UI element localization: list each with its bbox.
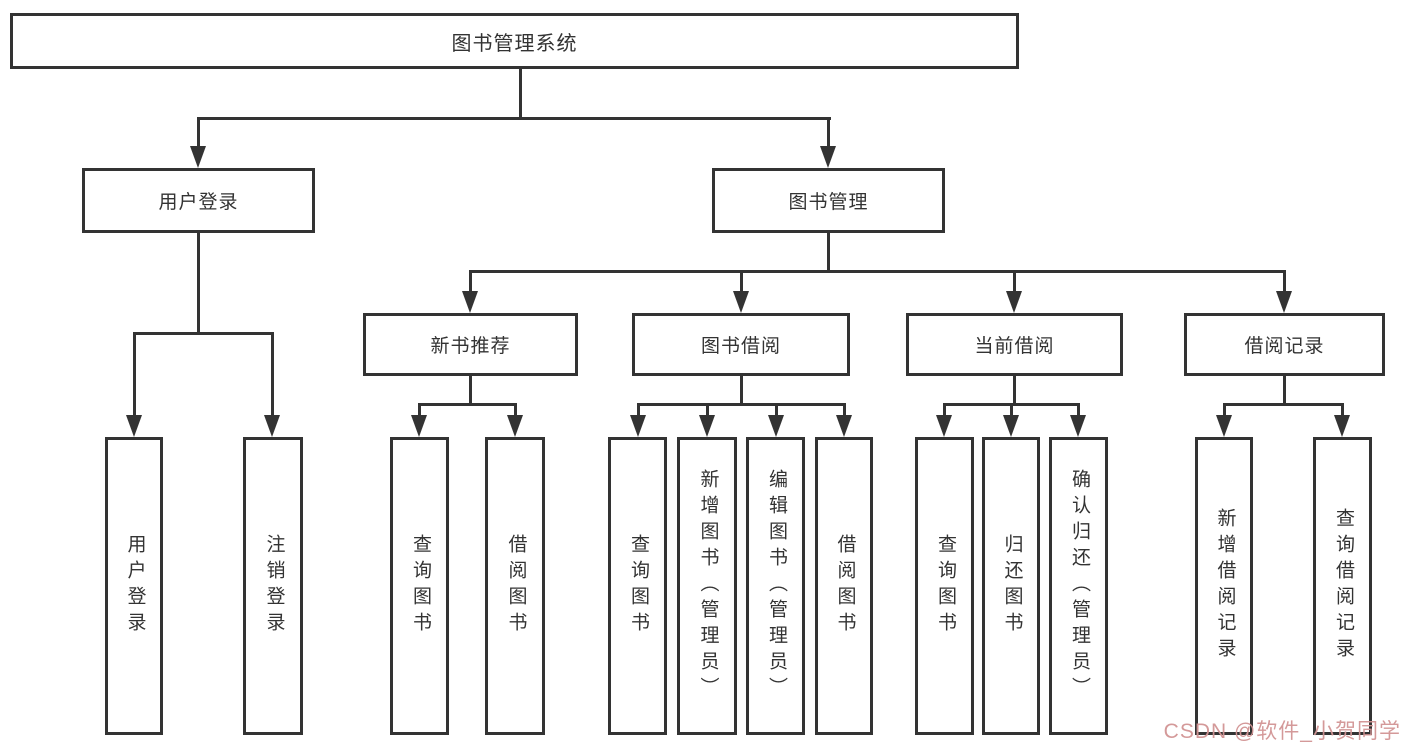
node-query-books: 查询图书	[608, 437, 667, 735]
connector-line	[1341, 406, 1344, 415]
node-label: 当前借阅	[974, 336, 1055, 357]
connector-line	[1223, 403, 1344, 406]
node-label: 查询图书	[627, 534, 649, 638]
arrow-down-icon	[462, 291, 478, 313]
node-edit-book-admin: 编辑图书（管理员）	[746, 437, 805, 735]
connector-line	[1077, 406, 1080, 415]
node-book-borrowing: 图书借阅	[632, 313, 850, 376]
connector-line	[943, 406, 946, 415]
node-logout: 注销登录	[243, 437, 303, 735]
connector-line	[827, 120, 830, 146]
connector-line	[1283, 273, 1286, 291]
connector-line	[1013, 273, 1016, 291]
connector-line	[133, 335, 136, 415]
connector-line	[843, 406, 846, 415]
connector-line	[1283, 376, 1286, 403]
arrow-down-icon	[836, 415, 852, 437]
node-label: 图书借阅	[700, 336, 781, 357]
node-borrowing-records: 借阅记录	[1184, 313, 1385, 376]
node-query-borrow-record: 查询借阅记录	[1313, 437, 1372, 735]
node-query-books: 查询图书	[390, 437, 449, 735]
node-label: 借阅图书	[834, 534, 856, 638]
connector-line	[706, 406, 709, 415]
arrow-down-icon	[768, 415, 784, 437]
connector-line	[943, 403, 1080, 406]
node-label: 编辑图书（管理员）	[765, 469, 787, 703]
arrow-down-icon	[1006, 291, 1022, 313]
connector-line	[418, 406, 421, 415]
connector-line	[469, 273, 472, 291]
arrow-down-icon	[1334, 415, 1350, 437]
connector-line	[469, 376, 472, 403]
connector-line	[197, 120, 200, 146]
connector-line	[519, 69, 522, 120]
connector-line	[469, 270, 1286, 273]
node-label: 查询借阅记录	[1332, 508, 1354, 664]
node-return-books: 归还图书	[982, 437, 1040, 735]
node-borrow-books: 借阅图书	[485, 437, 545, 735]
node-label: 图书管理系统	[451, 32, 578, 55]
connector-line	[637, 406, 640, 415]
arrow-down-icon	[264, 415, 280, 437]
node-label: 归还图书	[1001, 534, 1023, 638]
connector-line	[197, 117, 831, 120]
node-label: 借阅记录	[1244, 336, 1325, 357]
node-label: 图书管理	[788, 192, 869, 213]
node-add-borrow-record: 新增借阅记录	[1195, 437, 1253, 735]
arrow-down-icon	[1070, 415, 1086, 437]
node-user-login-action: 用户登录	[105, 437, 163, 735]
node-book-management: 图书管理	[712, 168, 945, 233]
node-label: 注销登录	[263, 534, 285, 638]
arrow-down-icon	[126, 415, 142, 437]
watermark-text: CSDN @软件_小贺同学	[1163, 720, 1401, 743]
connector-line	[133, 332, 274, 335]
node-query-books: 查询图书	[915, 437, 974, 735]
arrow-down-icon	[411, 415, 427, 437]
node-label: 新书推荐	[430, 336, 511, 357]
node-label: 确认归还（管理员）	[1068, 469, 1090, 703]
connector-line	[740, 273, 743, 291]
connector-line	[1013, 376, 1016, 403]
arrow-down-icon	[1003, 415, 1019, 437]
arrow-down-icon	[190, 146, 206, 168]
arrow-down-icon	[699, 415, 715, 437]
node-library-management-system: 图书管理系统	[10, 13, 1019, 69]
node-label: 借阅图书	[505, 534, 527, 638]
node-borrow-books: 借阅图书	[815, 437, 873, 735]
node-user-login: 用户登录	[82, 168, 315, 233]
node-label: 新增图书（管理员）	[697, 469, 719, 703]
node-add-book-admin: 新增图书（管理员）	[677, 437, 737, 735]
connector-line	[1010, 406, 1013, 415]
node-label: 查询图书	[409, 534, 431, 638]
arrow-down-icon	[733, 291, 749, 313]
node-label: 查询图书	[934, 534, 956, 638]
arrow-down-icon	[1216, 415, 1232, 437]
arrow-down-icon	[1276, 291, 1292, 313]
connector-line	[1223, 406, 1226, 415]
node-label: 用户登录	[158, 192, 239, 213]
node-new-book-recommendation: 新书推荐	[363, 313, 578, 376]
connector-line	[740, 376, 743, 403]
connector-line	[827, 233, 830, 270]
connector-line	[514, 406, 517, 415]
node-current-borrowing: 当前借阅	[906, 313, 1123, 376]
connector-line	[637, 403, 846, 406]
connector-line	[271, 335, 274, 415]
connector-line	[197, 233, 200, 332]
arrow-down-icon	[820, 146, 836, 168]
arrow-down-icon	[936, 415, 952, 437]
node-label: 新增借阅记录	[1214, 508, 1236, 664]
arrow-down-icon	[630, 415, 646, 437]
node-confirm-return-admin: 确认归还（管理员）	[1049, 437, 1108, 735]
arrow-down-icon	[507, 415, 523, 437]
connector-line	[418, 403, 517, 406]
connector-line	[775, 406, 778, 415]
node-label: 用户登录	[124, 534, 146, 638]
